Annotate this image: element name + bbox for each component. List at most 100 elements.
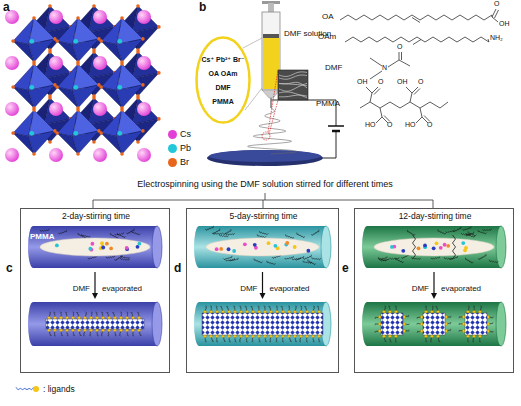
chemical-bond	[374, 89, 380, 95]
needle	[270, 98, 272, 108]
ligand-chain	[407, 230, 415, 235]
collector-plate	[207, 150, 323, 166]
pb-atom	[29, 131, 34, 136]
fiber-end	[194, 226, 204, 268]
br-atom	[157, 117, 161, 121]
chemical-bond	[399, 52, 400, 60]
br-atom	[141, 129, 145, 133]
br-atom	[48, 50, 52, 54]
evaporation-arrow	[94, 272, 95, 293]
cs-atom	[49, 56, 63, 70]
pb-atom	[73, 85, 78, 90]
fiber-cap	[152, 302, 162, 346]
oleylamine-chain	[345, 37, 489, 42]
panel-label: c	[6, 262, 32, 275]
octahedron-face	[117, 39, 143, 62]
ligand-chain	[465, 232, 473, 236]
octahedron-face	[101, 18, 122, 44]
ligand-chain	[380, 258, 389, 261]
ligand-chain	[466, 258, 474, 263]
fiber-body	[199, 302, 326, 346]
br-atom	[92, 96, 96, 100]
octahedron-face	[57, 64, 78, 90]
node-text: OA OAm	[195, 70, 251, 78]
cs-atom	[5, 102, 19, 116]
panel-label: e	[342, 262, 368, 275]
chemical-bond	[412, 87, 418, 93]
fiber-cap	[321, 226, 331, 268]
panel-label: a	[3, 1, 29, 14]
precursor-ion	[390, 245, 394, 249]
legend-swatch	[168, 130, 177, 139]
sem-fiber	[279, 92, 307, 98]
perovskite-nanocrystal	[465, 313, 487, 335]
atom-label: O	[494, 0, 520, 8]
perovskite-nanocrystal	[202, 313, 323, 335]
molecule-name: OAm	[318, 33, 344, 42]
octahedron-face	[57, 18, 78, 44]
ligand-chain	[260, 231, 269, 235]
octahedron-face	[117, 131, 143, 154]
double-bond	[413, 40, 421, 45]
legend-text: Pb	[180, 144, 191, 153]
node-text: DMF	[195, 84, 251, 92]
br-atom	[120, 152, 124, 156]
cs-atom	[5, 56, 19, 70]
chemical-bond	[424, 116, 430, 122]
ligand-chain	[295, 256, 303, 260]
atom-label: OH	[499, 20, 521, 28]
process-panel: 12-day-stirring timeDMFevaporated	[354, 208, 514, 373]
br-atom	[136, 4, 140, 8]
chemical-bond	[420, 108, 422, 117]
battery-plate	[332, 130, 340, 133]
pb-atom	[73, 39, 78, 44]
ligand-symbol-chain	[16, 387, 34, 389]
cs-atom	[93, 56, 107, 70]
precursor-ion	[253, 243, 257, 247]
legend-entry: Pb	[168, 144, 191, 153]
legend-text: : ligands	[43, 385, 75, 394]
precursor-droplet	[206, 238, 319, 256]
precursor-ion	[219, 247, 223, 251]
section-heading: Electrospinning using the DMF solution s…	[65, 180, 465, 190]
fiber-body	[199, 226, 326, 268]
precursor-ion	[109, 247, 113, 251]
node-text: Cs⁺ Pb²⁺ Br⁻	[195, 56, 251, 64]
fiber-body	[367, 226, 501, 268]
chemical-structures	[340, 9, 499, 123]
sem-zoom-circle	[262, 132, 270, 140]
ligand-chain	[223, 229, 231, 234]
ligand-chain	[225, 233, 234, 235]
br-atom	[48, 96, 52, 100]
ligand-chain	[254, 258, 262, 262]
pb-atom	[73, 131, 78, 136]
fiber-end	[28, 302, 38, 346]
ligand-chain	[110, 233, 118, 238]
precursor-ion	[243, 242, 247, 246]
br-atom	[120, 108, 124, 112]
precursor-ion	[417, 246, 421, 250]
precursor-ion	[435, 241, 439, 245]
precursor-ion	[55, 244, 59, 248]
ligand-symbol-head	[33, 386, 39, 392]
octahedron-face	[13, 110, 34, 136]
atom-label: O	[427, 121, 453, 129]
node-text: DMF	[60, 285, 90, 294]
ligand-chain	[285, 256, 294, 259]
ligand-chain	[311, 230, 319, 236]
br-atom	[76, 62, 80, 66]
perovskite-nanocrystal	[381, 313, 403, 335]
evaporation-arrow	[262, 272, 263, 293]
chemical-bond	[401, 52, 402, 60]
legend-swatch	[168, 144, 177, 153]
ligand-chain	[226, 258, 235, 261]
precursor-ion	[285, 241, 289, 245]
octahedron-face	[29, 39, 55, 62]
chemical-bond	[416, 117, 422, 123]
precursor-droplet	[374, 238, 494, 256]
br-atom	[99, 85, 103, 89]
octahedron-face	[13, 18, 34, 44]
node-text: PMMA	[30, 233, 70, 242]
br-atom	[32, 16, 36, 20]
br-atom	[48, 140, 52, 144]
